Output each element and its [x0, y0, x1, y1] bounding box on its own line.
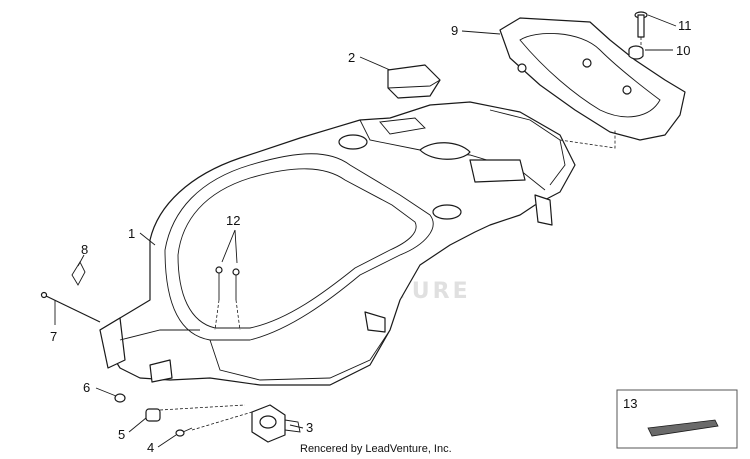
- bushing: [145, 408, 161, 422]
- assembly-line-4: [191, 411, 253, 431]
- callout-11: 11: [678, 18, 692, 33]
- screw: [175, 427, 193, 437]
- callout-9: 9: [451, 23, 458, 38]
- assembly-line-12a: [214, 299, 220, 331]
- callout-8: 8: [81, 242, 88, 257]
- assembly-line-12b: [235, 299, 241, 331]
- callout-5: 5: [118, 427, 125, 442]
- rubber-pad: [387, 64, 441, 99]
- leader-9: [461, 30, 501, 35]
- callout-2: 2: [348, 50, 355, 65]
- assembly-line-9: [559, 130, 616, 149]
- bolt-top: [634, 11, 648, 38]
- latch-lock: [251, 404, 301, 443]
- leader-2: [359, 56, 391, 71]
- inset-box: [616, 389, 738, 449]
- callout-12: 12: [226, 213, 240, 228]
- leader-5: [128, 417, 147, 433]
- callout-1: 1: [128, 226, 135, 241]
- callout-3: 3: [306, 420, 313, 435]
- inset-part-13: 13: [616, 389, 738, 449]
- leader-12: [221, 229, 238, 264]
- callout-10: 10: [676, 43, 690, 58]
- assembly-line-3: [159, 404, 246, 411]
- helmet-compartment-body: [99, 101, 576, 386]
- rear-grab-rail: [499, 17, 686, 141]
- hinge-rod: [40, 291, 101, 323]
- leader-8: [77, 254, 85, 267]
- nut: [114, 393, 126, 403]
- leader-4: [157, 434, 177, 448]
- leader-3: [289, 424, 304, 429]
- callout-7: 7: [50, 329, 57, 344]
- leader-1: [139, 232, 156, 246]
- leader-6: [95, 387, 117, 397]
- leader-11: [647, 14, 677, 27]
- washer: [628, 45, 644, 60]
- callout-6: 6: [83, 380, 90, 395]
- callout-4: 4: [147, 440, 154, 455]
- credit-text: Rencered by LeadVenture, Inc.: [300, 443, 452, 455]
- clip-pin: [71, 261, 86, 286]
- small-bolts: [215, 266, 240, 300]
- sealing-strip: [647, 419, 719, 437]
- callout-13: 13: [623, 396, 637, 411]
